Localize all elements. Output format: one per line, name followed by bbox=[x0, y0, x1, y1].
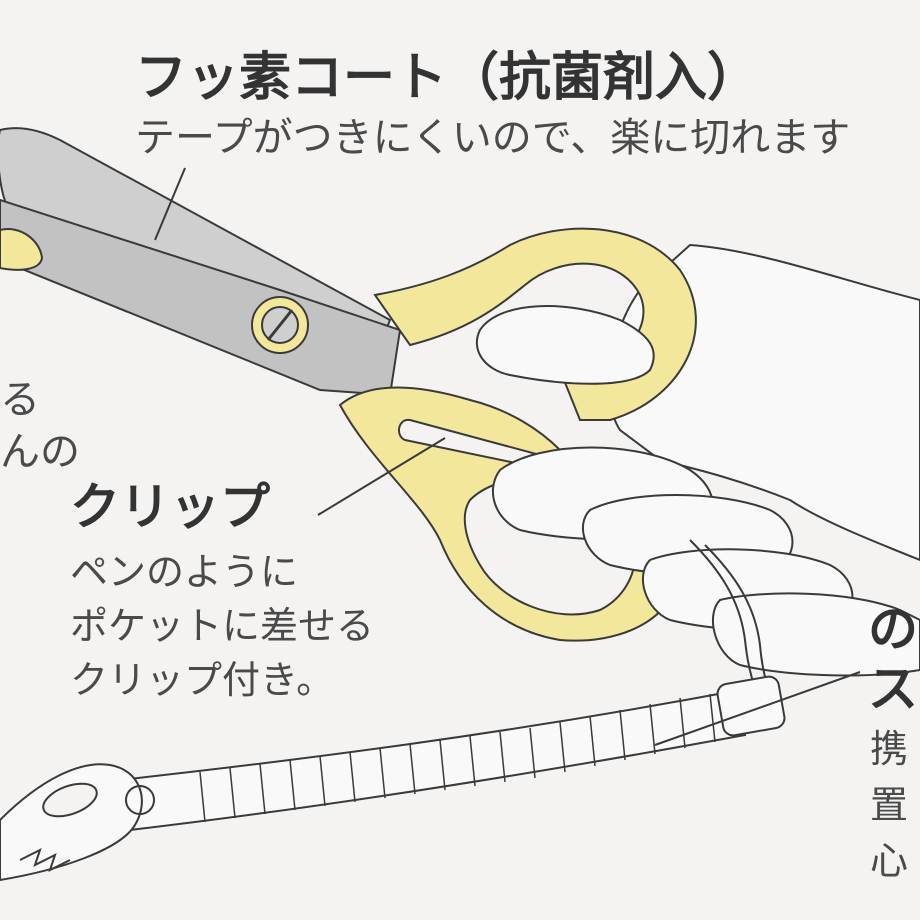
fluorine-coat-title: フッ素コート（抗菌剤入） bbox=[135, 48, 760, 108]
clasp-hole bbox=[42, 782, 98, 818]
clip-description-line1: ペンのように bbox=[70, 550, 299, 594]
left-partial-text-2: んの bbox=[0, 429, 80, 475]
right-partial-text-3: 心 bbox=[870, 839, 909, 883]
left-partial-text-1: る bbox=[0, 377, 40, 423]
clip-description-line3: クリップ付き。 bbox=[70, 658, 335, 702]
leader-line-clip bbox=[317, 437, 446, 516]
clip-description-line2: ポケットに差せる bbox=[70, 604, 375, 648]
leader-line-fluorine bbox=[154, 167, 186, 241]
right-partial-text-2: 置 bbox=[870, 783, 909, 827]
left-handle-tip bbox=[0, 228, 44, 271]
clip-title: クリップ bbox=[70, 478, 270, 536]
fluorine-coat-description: テープがつきにくいので、楽に切れます bbox=[135, 115, 851, 161]
right-partial-heading-1: の bbox=[868, 600, 918, 658]
clasp-teeth bbox=[19, 848, 71, 872]
lanyard-clasp bbox=[0, 763, 143, 882]
right-partial-text-1: 携 bbox=[870, 727, 909, 771]
thumb bbox=[475, 305, 655, 385]
right-partial-heading-2: ス bbox=[868, 660, 918, 718]
clasp-ring bbox=[125, 785, 155, 815]
lanyard-end-cap bbox=[716, 675, 786, 737]
leader-line-lanyard bbox=[654, 671, 861, 746]
pivot-screw-slot bbox=[266, 309, 294, 341]
finger-4 bbox=[711, 592, 920, 677]
coil-rings bbox=[199, 693, 716, 823]
